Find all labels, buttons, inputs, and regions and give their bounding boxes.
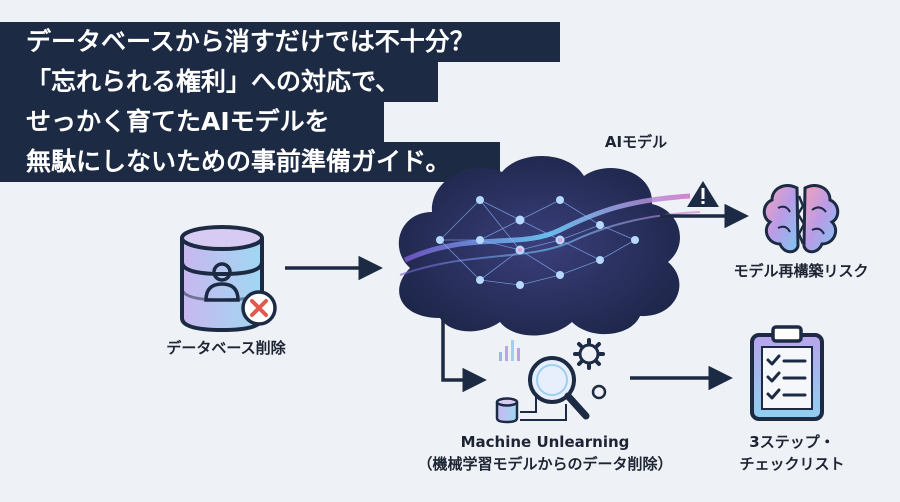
clipboard-checklist-icon bbox=[750, 325, 824, 421]
brain-icon bbox=[762, 184, 840, 254]
bar-chart-icon bbox=[499, 340, 520, 361]
checklist-label-line2: チェックリスト bbox=[739, 455, 844, 473]
title-line-1: データベースから消すだけでは不十分？ bbox=[0, 22, 560, 62]
unlearning-subtitle-label: （機械学習モデルからのデータ削除） bbox=[417, 455, 672, 473]
checklist-label-line1: 3ステップ・ bbox=[749, 433, 834, 451]
arrow-model-to-unlearning bbox=[441, 312, 487, 393]
gear-icon bbox=[573, 338, 607, 400]
title-line-2: 「忘れられる権利」への対応で、 bbox=[0, 62, 438, 102]
title-line-4: 無駄にしないための事前準備ガイド。 bbox=[0, 142, 500, 182]
database-delete-label: データベース削除 bbox=[166, 339, 286, 357]
rebuild-risk-label: モデル再構築リスク bbox=[733, 262, 868, 280]
magnifier-icon bbox=[528, 356, 590, 420]
user-icon bbox=[204, 262, 240, 302]
small-database-icon bbox=[495, 395, 567, 424]
cloud-network-icon bbox=[398, 155, 701, 336]
title-line-3: せっかく育てたAIモデルを bbox=[0, 102, 384, 142]
ai-model-label: AIモデル bbox=[605, 133, 667, 151]
unlearning-title-label: Machine Unlearning bbox=[461, 433, 630, 451]
delete-x-icon bbox=[241, 290, 277, 326]
warning-icon bbox=[687, 181, 719, 207]
